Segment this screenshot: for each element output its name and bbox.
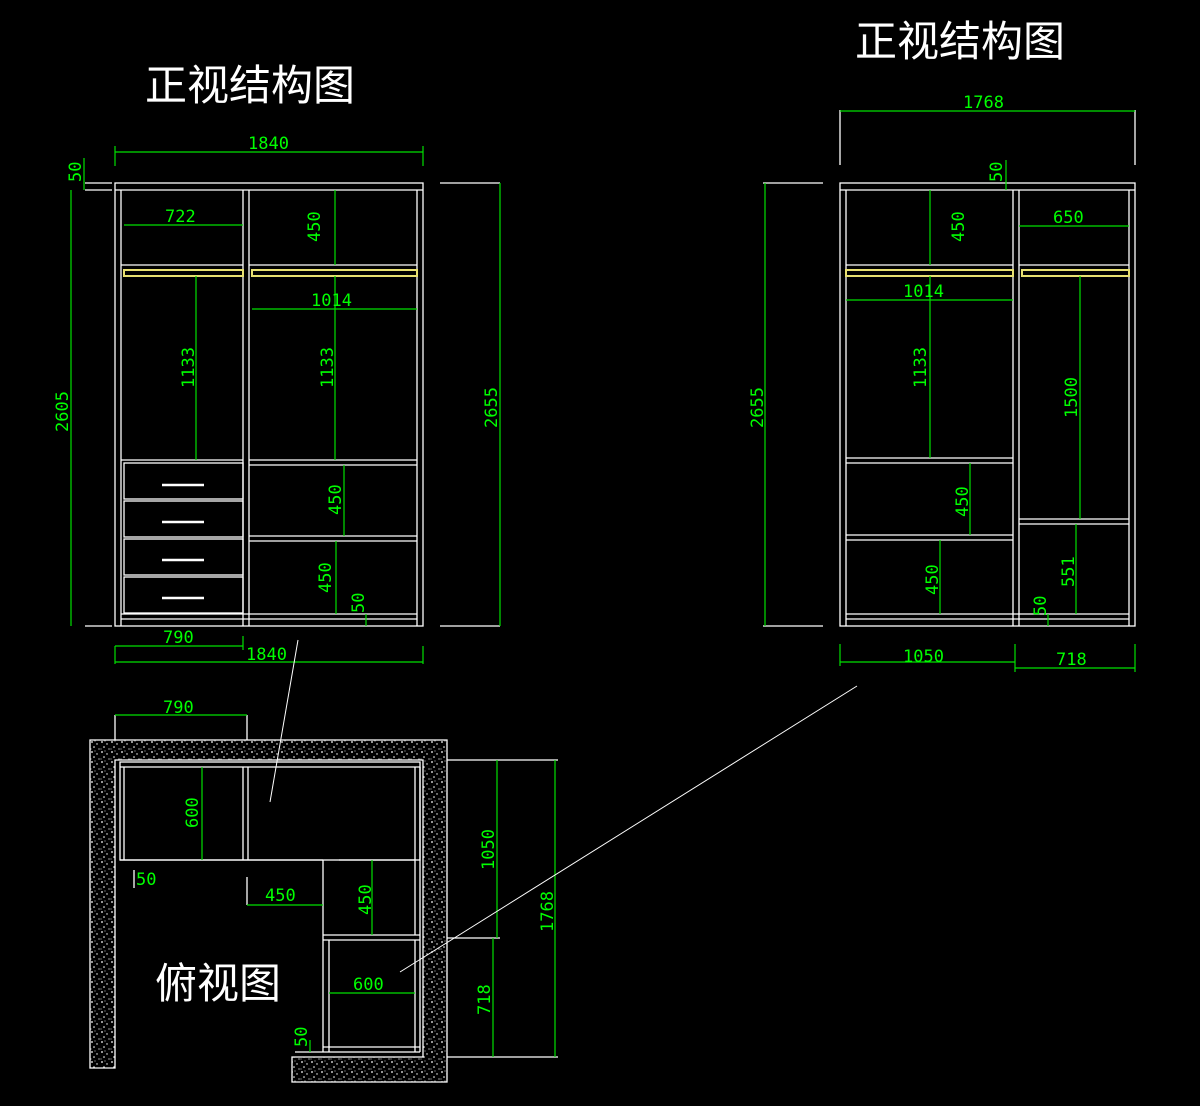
- dim-left-height-right: 2655: [482, 387, 502, 428]
- right-extension-lines: [763, 110, 1136, 627]
- dim-plan-width-top: 790: [163, 698, 194, 718]
- dim-left-top-shelf-right: 450: [305, 211, 325, 242]
- dim-left-shelf-low: 450: [316, 562, 336, 593]
- dim-right-hang-left: 1133: [911, 347, 931, 388]
- dim-right-top-panel: 50: [987, 162, 1007, 182]
- right-hanging-rods: [845, 269, 1130, 277]
- dim-plan-depth-right: 450: [356, 884, 376, 915]
- right-front-elevation: 1768 50 2655 450 650 1014 1133 1500 450 …: [748, 93, 1136, 672]
- dim-left-hang-right: 1133: [318, 347, 338, 388]
- dim-right-height: 2655: [748, 387, 768, 428]
- dim-right-hang-right: 1500: [1062, 377, 1082, 418]
- plan-extension-lines: [114, 715, 558, 1058]
- left-dimension-lines: [70, 146, 501, 664]
- dim-left-right-width: 1014: [311, 291, 352, 311]
- dim-plan-right-upper: 1050: [479, 829, 499, 870]
- dim-right-bottom-right: 718: [1056, 650, 1087, 670]
- dim-left-top-panel: 50: [66, 162, 86, 182]
- dim-right-top-right: 650: [1053, 208, 1084, 228]
- left-hanging-rods: [123, 269, 418, 277]
- front-view-right-title: 正视结构图: [855, 17, 1065, 66]
- dim-left-shelf-mid: 450: [326, 484, 346, 515]
- dim-right-width-top: 1768: [963, 93, 1004, 113]
- dim-left-top-shelf-left: 722: [165, 207, 196, 227]
- dim-plan-right-total: 1768: [538, 891, 558, 932]
- dim-right-base: 50: [1031, 596, 1051, 616]
- dim-right-shelf-low: 450: [923, 564, 943, 595]
- drawer-handles: [162, 483, 204, 600]
- dim-left-width-top: 1840: [248, 134, 289, 154]
- dim-left-hang-left: 1133: [179, 347, 199, 388]
- left-cabinet-structure: [114, 182, 424, 627]
- dim-plan-depth-left: 600: [183, 797, 203, 828]
- leader-line-right: [399, 685, 858, 973]
- top-plan-view: 790 600 50 450 450 600 50 1050 1768 718: [89, 698, 558, 1083]
- wall-hatch: [89, 739, 448, 1083]
- right-cabinet-structure: [839, 182, 1136, 627]
- top-view-title: 俯视图: [155, 959, 281, 1008]
- dim-right-bottom-left: 1050: [903, 647, 944, 667]
- right-dimension-lines: [764, 110, 1136, 672]
- dim-plan-right-lower: 718: [475, 984, 495, 1015]
- dim-plan-panel: 50: [136, 870, 156, 890]
- plan-cabinet-structure: [119, 761, 421, 1053]
- dim-right-left-width: 1014: [903, 282, 944, 302]
- dim-left-height-left: 2605: [53, 391, 73, 432]
- plan-dimension-lines: [115, 714, 556, 1057]
- left-extension-lines: [85, 182, 500, 627]
- dim-left-base: 50: [349, 593, 369, 613]
- dim-right-low: 551: [1059, 556, 1079, 587]
- front-view-left-title: 正视结构图: [145, 61, 355, 110]
- dim-right-top-shelf: 450: [949, 211, 969, 242]
- dim-plan-depth-bottom: 600: [353, 975, 384, 995]
- dim-left-width-bottom: 1840: [246, 645, 287, 665]
- dim-left-bottom-left: 790: [163, 628, 194, 648]
- dim-right-shelf-mid: 450: [953, 486, 973, 517]
- left-front-elevation: 1840 50 2605 2655 722 450 1014 1133 1133…: [53, 134, 502, 665]
- leader-line-left: [269, 639, 299, 803]
- dim-plan-base: 50: [292, 1027, 312, 1047]
- dim-plan-depth-mid: 450: [265, 886, 296, 906]
